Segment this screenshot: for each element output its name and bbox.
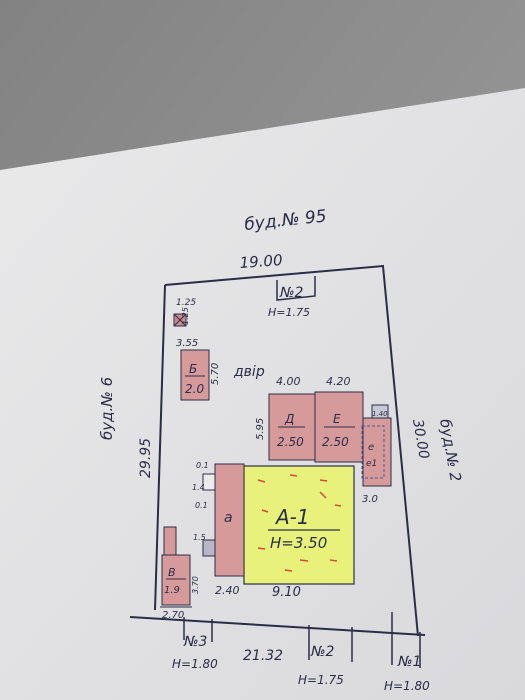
property-boundary <box>164 264 419 637</box>
building-e-width: 4.20 <box>326 375 351 388</box>
building-b-height: 2.0 <box>185 382 204 396</box>
gate-top-label: №2 <box>279 285 304 301</box>
building-e-height: 2.50 <box>322 435 349 449</box>
building-d-length: 5.95 <box>255 418 266 440</box>
building-d-width: 4.00 <box>276 375 301 388</box>
porch-a1 <box>202 473 216 491</box>
building-v <box>161 554 191 606</box>
building-a <box>214 463 245 577</box>
upper-paper-shadow <box>0 0 525 175</box>
gate-br-height: H=1.80 <box>384 679 430 693</box>
boundary-left <box>154 284 166 611</box>
gate-bl-height: H=1.80 <box>172 657 218 671</box>
building-main <box>243 465 355 585</box>
gate-bm-label: №2 <box>310 644 335 660</box>
yard-label: двір <box>233 364 265 380</box>
building-v-width: 2.70 <box>162 610 184 621</box>
building-d-letter: Д <box>284 412 294 426</box>
building-e1-bottom: 3.0 <box>362 494 378 505</box>
gate-top-height: H=1.75 <box>268 306 310 319</box>
dim-bottom: 21.32 <box>243 648 283 664</box>
building-a-letter: а <box>224 510 233 526</box>
building-v-annex <box>163 526 177 556</box>
boundary-bottom <box>129 616 426 636</box>
building-b <box>180 349 210 401</box>
neighbor-left-label: буд.№ 6 <box>98 377 116 440</box>
building-b-width: 3.55 <box>176 338 198 349</box>
building-e1-sub: e1 <box>366 459 377 469</box>
dim-top: 19.00 <box>239 251 283 272</box>
building-v-letter: В <box>168 566 176 579</box>
gate-bm-height: H=1.75 <box>298 673 344 687</box>
dim-right: 30.00 <box>409 418 432 460</box>
dim-left: 29.95 <box>138 438 154 478</box>
porch-e <box>371 404 389 419</box>
hatch-marks <box>257 474 342 572</box>
a-d2: 1.4 <box>192 483 205 492</box>
porch-a2 <box>202 539 216 557</box>
a-d4: 1.5 <box>193 533 206 542</box>
gate-br-label: №1 <box>397 654 421 670</box>
building-main-letter: А-1 <box>274 505 310 529</box>
building-a-width: 2.40 <box>215 584 240 597</box>
a-d1: 0.1 <box>196 461 209 470</box>
small-d2: 1.25 <box>181 307 190 325</box>
building-e1-width: 1.40 <box>372 410 388 418</box>
building-b-letter: Б <box>189 362 197 376</box>
building-v-length: 3.70 <box>191 576 200 594</box>
paper-sheet <box>0 88 525 700</box>
building-main-width: 9.10 <box>272 585 301 600</box>
gate-bl-label: №3 <box>183 634 207 650</box>
building-e1-inner <box>361 425 385 479</box>
a-d3: 0.1 <box>195 501 208 510</box>
building-e1 <box>362 417 392 487</box>
building-d-height: 2.50 <box>277 435 304 449</box>
building-v-height: 1.9 <box>164 585 180 596</box>
building-e1-letter: e <box>368 442 374 453</box>
small-d1: 1.25 <box>176 298 196 308</box>
gate-top-marker <box>276 276 316 301</box>
building-b-length: 5.70 <box>210 363 221 385</box>
building-e-letter: Е <box>333 412 341 426</box>
building-main-height: H=3.50 <box>270 534 327 552</box>
